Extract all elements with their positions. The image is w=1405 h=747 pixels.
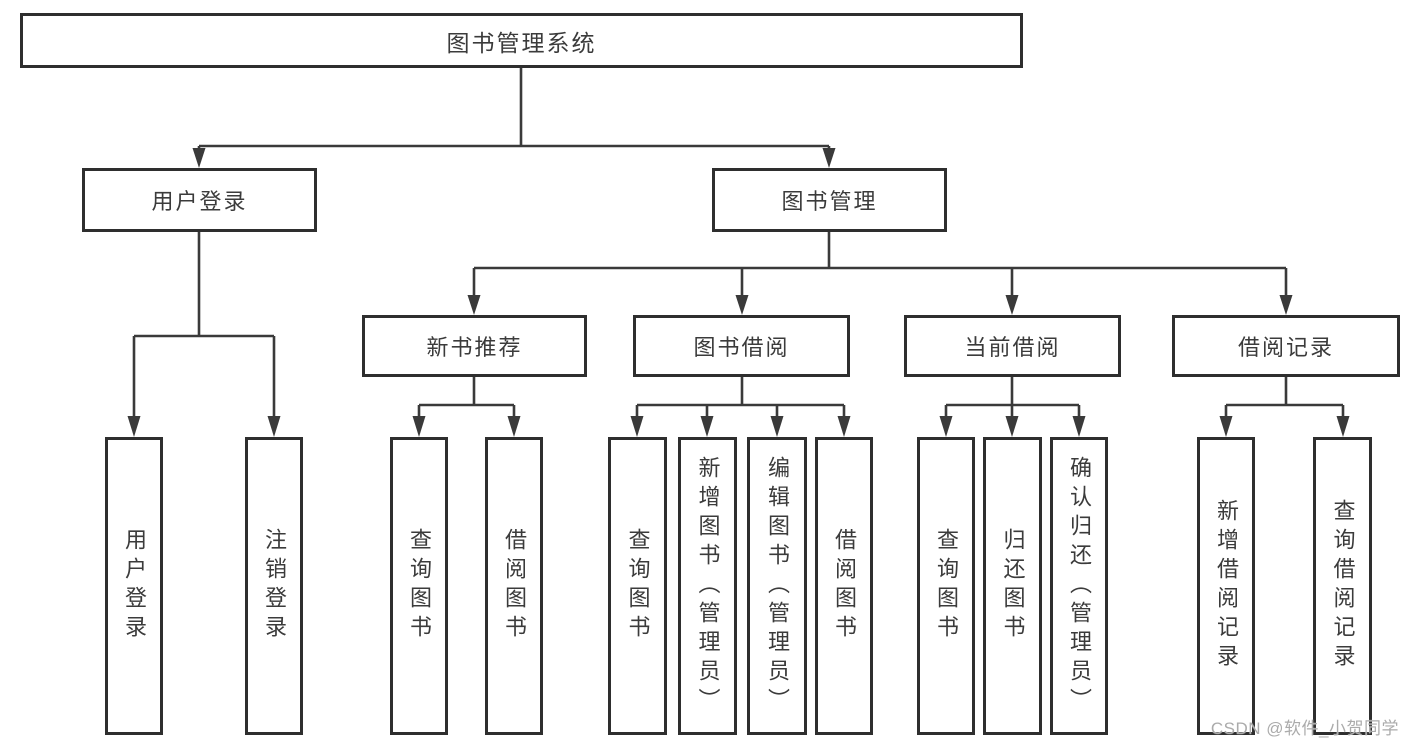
leaf-add-books-admin: 新增图书（管理员） [678, 437, 737, 735]
leaf-return-books: 归还图书 [983, 437, 1042, 735]
leaf-logout: 注销登录 [245, 437, 303, 735]
leaf-borrow-books: 借阅图书 [815, 437, 873, 735]
node-book-borrowing: 图书借阅 [633, 315, 850, 377]
leaf-query-borrow-record: 查询借阅记录 [1313, 437, 1372, 735]
leaf-add-borrow-record: 新增借阅记录 [1197, 437, 1255, 735]
leaf-query-books-borrow: 查询图书 [608, 437, 667, 735]
leaf-confirm-return-admin: 确认归还（管理员） [1050, 437, 1108, 735]
node-new-book-recommendation: 新书推荐 [362, 315, 587, 377]
csdn-watermark: CSDN @软件_小贺同学 [1210, 719, 1399, 738]
node-borrowing-records: 借阅记录 [1172, 315, 1400, 377]
node-book-management: 图书管理 [712, 168, 947, 232]
node-current-borrowing: 当前借阅 [904, 315, 1121, 377]
leaf-query-books-recommend: 查询图书 [390, 437, 448, 735]
node-user-login: 用户登录 [82, 168, 317, 232]
leaf-borrow-books-recommend: 借阅图书 [485, 437, 543, 735]
node-library-management-system: 图书管理系统 [20, 13, 1023, 68]
leaf-query-books-current: 查询图书 [917, 437, 975, 735]
leaf-user-login: 用户登录 [105, 437, 163, 735]
leaf-edit-books-admin: 编辑图书（管理员） [747, 437, 807, 735]
